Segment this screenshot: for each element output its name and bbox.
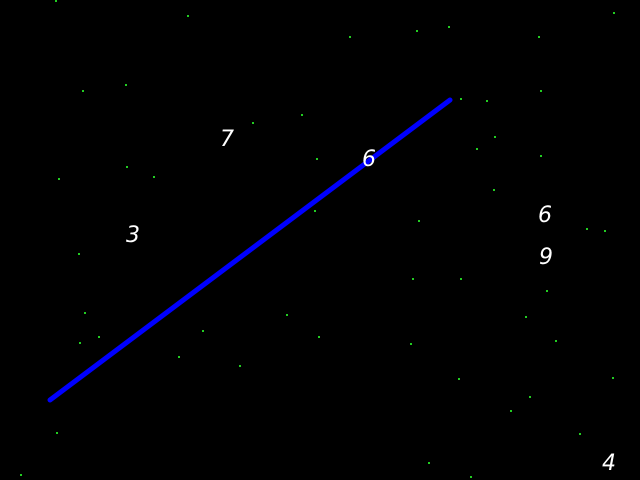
star xyxy=(349,36,351,38)
digit-4: 4 xyxy=(602,451,616,476)
star xyxy=(314,210,316,212)
star xyxy=(79,342,81,344)
star xyxy=(56,432,58,434)
star xyxy=(126,166,128,168)
digit-3: 3 xyxy=(126,223,140,248)
star xyxy=(546,290,548,292)
star xyxy=(493,189,495,191)
star xyxy=(555,340,557,342)
star xyxy=(286,314,288,316)
star xyxy=(55,0,57,2)
star xyxy=(604,230,606,232)
star xyxy=(239,365,241,367)
star xyxy=(428,462,430,464)
star xyxy=(125,84,127,86)
star xyxy=(448,26,450,28)
star xyxy=(525,316,527,318)
star xyxy=(586,228,588,230)
star xyxy=(78,253,80,255)
digit-6-on-line: 6 xyxy=(362,147,376,172)
starfield xyxy=(20,0,615,478)
star xyxy=(538,36,540,38)
star xyxy=(460,278,462,280)
star xyxy=(153,176,155,178)
star xyxy=(540,90,542,92)
digit-6-right: 6 xyxy=(538,203,552,228)
digit-9: 9 xyxy=(539,245,553,270)
star xyxy=(510,410,512,412)
star xyxy=(486,100,488,102)
star xyxy=(579,433,581,435)
star xyxy=(460,98,462,100)
star xyxy=(470,476,472,478)
star xyxy=(187,15,189,17)
star xyxy=(178,356,180,358)
star xyxy=(540,155,542,157)
star xyxy=(316,158,318,160)
star xyxy=(84,312,86,314)
drawn-line xyxy=(47,97,453,403)
star xyxy=(82,90,84,92)
star xyxy=(412,278,414,280)
star xyxy=(58,178,60,180)
star xyxy=(494,136,496,138)
star xyxy=(416,30,418,32)
star xyxy=(529,396,531,398)
digit-7: 7 xyxy=(220,127,234,152)
star xyxy=(252,122,254,124)
star xyxy=(98,336,100,338)
star xyxy=(476,148,478,150)
star xyxy=(318,336,320,338)
star xyxy=(410,343,412,345)
star xyxy=(458,378,460,380)
star xyxy=(613,12,615,14)
star xyxy=(612,377,614,379)
star xyxy=(20,474,22,476)
star xyxy=(202,330,204,332)
star xyxy=(418,220,420,222)
star xyxy=(301,114,303,116)
